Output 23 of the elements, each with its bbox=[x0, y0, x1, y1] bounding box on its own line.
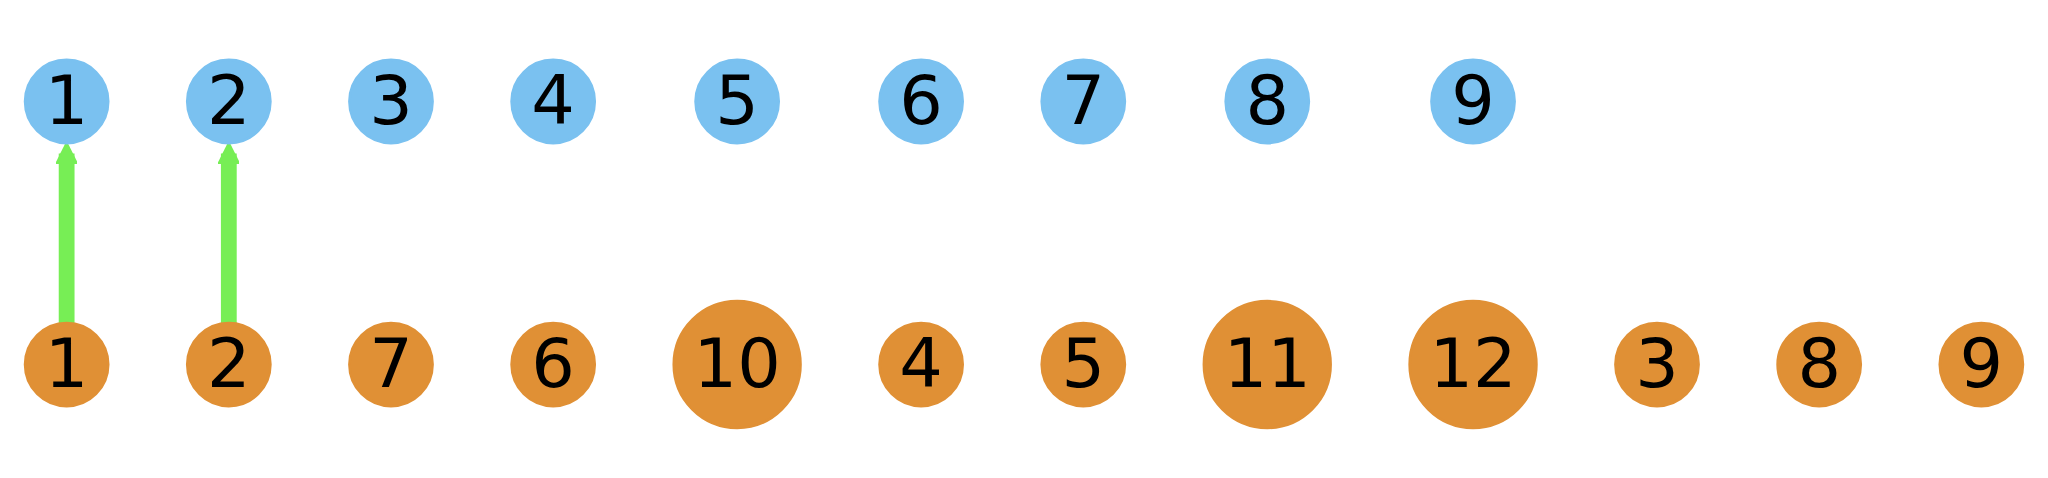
node-circle: 6 bbox=[510, 321, 597, 408]
arrow bbox=[217, 142, 241, 323]
node-circle: 7 bbox=[348, 321, 434, 408]
node-circle: 9 bbox=[1430, 58, 1516, 145]
node-circle: 12 bbox=[1408, 299, 1538, 430]
node-circle: 8 bbox=[1776, 321, 1863, 408]
node-circle: 6 bbox=[878, 58, 964, 145]
node-circle: 7 bbox=[1040, 58, 1127, 145]
node-circle: 1 bbox=[23, 321, 110, 408]
arrow bbox=[55, 142, 79, 323]
node-circle: 1 bbox=[23, 58, 110, 145]
node-circle: 10 bbox=[672, 299, 802, 430]
node-circle: 3 bbox=[348, 58, 434, 145]
node-circle: 4 bbox=[878, 321, 964, 408]
node-circle: 9 bbox=[1938, 321, 2025, 408]
node-circle: 2 bbox=[185, 58, 272, 145]
node-circle: 5 bbox=[694, 58, 780, 145]
node-circle: 2 bbox=[185, 321, 272, 408]
node-circle: 11 bbox=[1202, 299, 1332, 430]
node-circle: 5 bbox=[1040, 321, 1127, 408]
node-circle: 8 bbox=[1224, 58, 1311, 145]
node-circle: 3 bbox=[1614, 321, 1700, 408]
node-circle: 4 bbox=[510, 58, 597, 145]
